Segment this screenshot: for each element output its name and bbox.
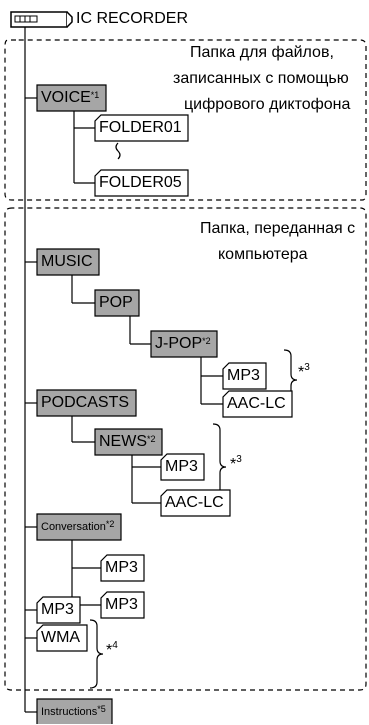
caption-line: записанных с помощью [173,70,349,87]
folder-voice: VOICE*1 [37,85,106,111]
note-marker-3: *3 [298,362,310,381]
folder-shape [36,84,107,112]
note-marker-4: *4 [106,640,118,659]
folder-news: NEWS*2 [95,429,162,455]
file-root_mp3: MP3 [37,597,80,623]
footnote-mark: *1 [90,90,100,100]
file-conv_mp3b: MP3 [101,592,144,618]
file-folder01: FOLDER01 [95,115,188,141]
folder-shape [36,248,100,276]
footnote-mark: *2 [105,519,115,529]
file-jpop_mp3: MP3 [223,363,266,389]
folder-shape [36,698,113,724]
file-shape [222,362,267,390]
brace-root-files [89,619,104,689]
node-label: J-POP [155,335,203,352]
caption-line: компьютера [218,246,308,263]
folder-conversation: Conversation*2 [37,514,121,540]
node-label: FOLDER05 [99,174,182,191]
file-shape [160,489,231,517]
file-shape [222,390,293,418]
folder-shape [150,330,218,358]
folder-shape [94,289,140,317]
folder-shape [94,428,163,456]
computer-caption: Папка, переданная с компьютера [200,216,355,268]
folder-music: MUSIC [37,249,99,275]
recorder-icon [10,11,73,28]
file-shape [94,114,189,142]
node-label: FOLDER01 [99,119,182,136]
file-shape [100,591,145,619]
file-conv_mp3a: MP3 [101,555,144,581]
node-label: VOICE [41,89,91,106]
root-label: IC RECORDER [76,10,189,27]
file-news_aac: AAC-LC [161,490,230,516]
node-label: MP3 [105,559,138,576]
node-label: NEWS [99,433,147,450]
footnote-mark: *5 [97,704,106,714]
node-label: MP3 [41,601,74,618]
folder-pop: POP [95,290,139,316]
file-shape [94,169,189,197]
file-shape [36,624,88,652]
file-news_mp3: MP3 [161,454,204,480]
voice-group-box [4,39,367,201]
node-label: PODCASTS [41,394,130,411]
node-label: WMA [41,629,81,646]
footnote-mark: *2 [202,336,211,346]
file-jpop_aac: AAC-LC [223,391,292,417]
node-label: POP [99,294,133,311]
file-shape [36,596,81,624]
folder-shape [36,513,122,541]
node-label: MP3 [105,596,138,613]
folder-instructions: Instructions*5 [37,699,112,725]
caption-line: Папка для файлов, [190,44,334,61]
node-label: MP3 [227,367,260,384]
voice-caption: Папка для файлов, записанных с помощью ц… [173,40,350,118]
node-label: MP3 [165,458,198,475]
node-label: Conversation [41,521,106,533]
node-label: MUSIC [41,253,93,270]
computer-group-box [4,207,367,691]
file-shape [160,453,205,481]
folder-jpop: J-POP*2 [151,331,217,357]
folder-podcasts: PODCASTS [37,390,136,416]
file-shape [100,554,145,582]
node-label: AAC-LC [165,494,224,511]
caption-line: цифрового диктофона [184,96,351,113]
caption-line: Папка, переданная с [200,220,356,237]
node-label: Instructions [41,706,98,718]
node-label: AAC-LC [227,395,286,412]
file-folder05: FOLDER05 [95,170,188,196]
folder-shape [36,389,137,417]
file-root_wma: WMA [37,625,87,651]
footnote-mark: *2 [147,434,156,444]
note-marker-3: *3 [230,454,242,473]
